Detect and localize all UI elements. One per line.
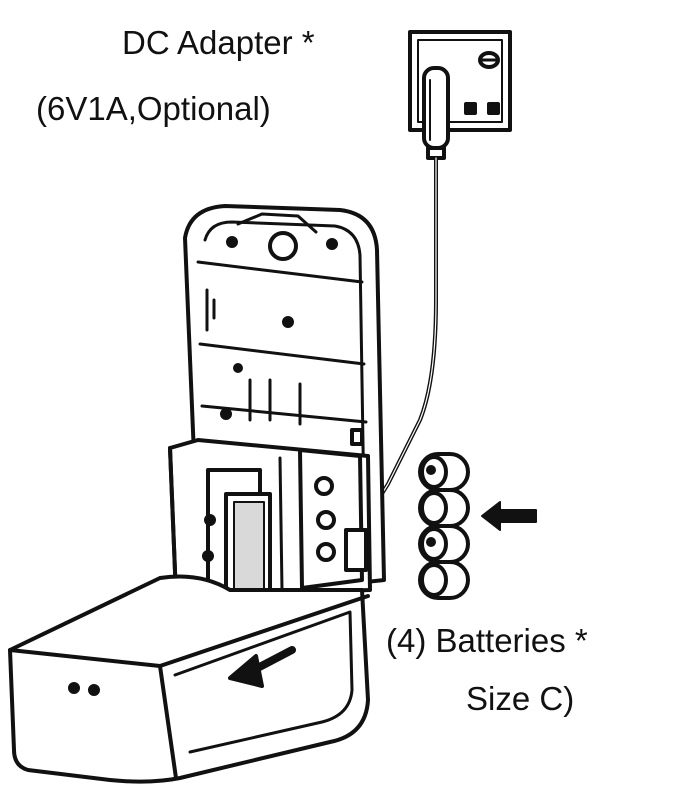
arrow-left-icon [228, 646, 296, 688]
arrow-left-icon [481, 501, 537, 531]
dispenser-front-tray [8, 574, 370, 784]
battery-size-label: Size C) [466, 680, 575, 717]
power-cord-inner [377, 157, 437, 501]
dc-adapter-label: DC Adapter * [122, 24, 315, 61]
battery-icon [418, 452, 470, 600]
dc-adapter-spec-label: (6V1A,Optional) [36, 90, 271, 127]
power-cord [376, 156, 438, 502]
power-plug-icon [422, 66, 450, 160]
batteries-label: (4) Batteries * [386, 622, 588, 659]
